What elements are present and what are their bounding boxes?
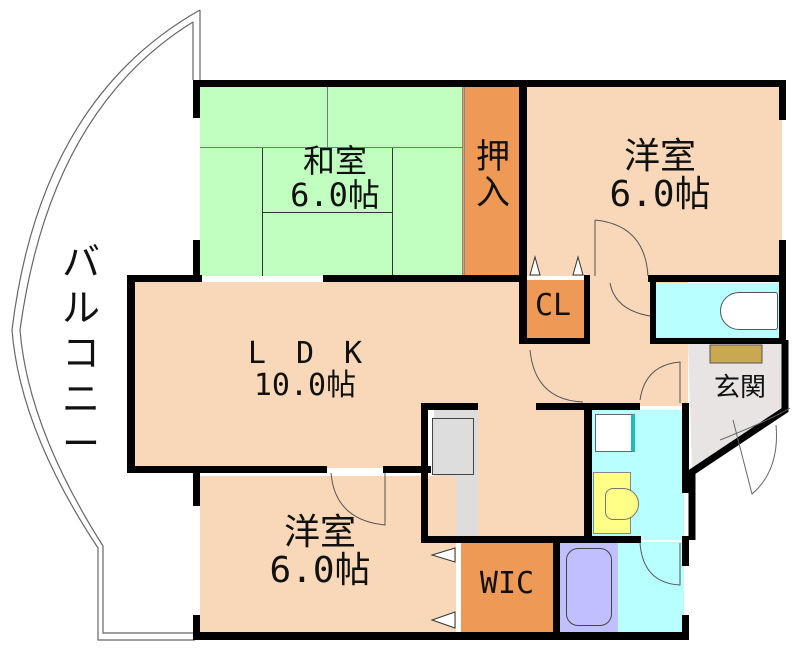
balcony-label: バ ル コ ニ ー	[61, 240, 100, 467]
wall	[127, 275, 202, 282]
wall	[519, 80, 527, 340]
wall	[779, 80, 786, 120]
room-oshiire	[462, 86, 520, 276]
wall	[127, 275, 135, 470]
youshitsu-top-label: 洋室 6.0帖	[609, 136, 711, 215]
wall	[421, 403, 428, 543]
wall	[682, 403, 689, 493]
wall	[193, 80, 200, 118]
wall	[323, 275, 520, 282]
wall	[779, 240, 786, 340]
room-youshitsu-bottom	[200, 476, 456, 634]
kitchen-sink	[432, 418, 474, 475]
wall	[193, 466, 200, 506]
wall	[383, 466, 431, 473]
washitsu-label: 和室 6.0帖	[290, 142, 380, 214]
wall	[193, 80, 785, 87]
oshiire-label: 押 入	[476, 137, 510, 213]
wall	[650, 275, 656, 343]
toilet-fixture	[720, 292, 778, 330]
wall	[127, 466, 327, 473]
wall	[519, 338, 590, 344]
room-bath-ante	[618, 542, 684, 632]
room-youshitsu-top	[527, 86, 782, 276]
room-closet	[520, 280, 585, 340]
room-washitsu	[200, 86, 462, 276]
genkan-label: 玄関	[713, 373, 766, 403]
youshitsu-bottom-label: 洋室 6.0帖	[269, 512, 371, 591]
wall	[682, 615, 689, 640]
wall	[193, 240, 200, 280]
wall	[421, 403, 478, 410]
wall	[682, 536, 689, 566]
wall	[193, 615, 200, 640]
wic-label: WIC	[479, 566, 535, 601]
wall	[650, 338, 785, 344]
wall	[584, 403, 592, 543]
wall	[421, 536, 641, 543]
wall	[584, 275, 590, 340]
bathtub	[566, 548, 612, 626]
wall	[648, 275, 785, 282]
wash-basin-bowl	[605, 488, 639, 520]
room-wic	[461, 542, 553, 632]
ldk-label: L D K 10.0帖	[247, 336, 363, 403]
wall	[553, 540, 560, 635]
washing-machine	[595, 414, 635, 452]
wall	[193, 632, 688, 640]
closet-label: CL	[534, 288, 572, 323]
